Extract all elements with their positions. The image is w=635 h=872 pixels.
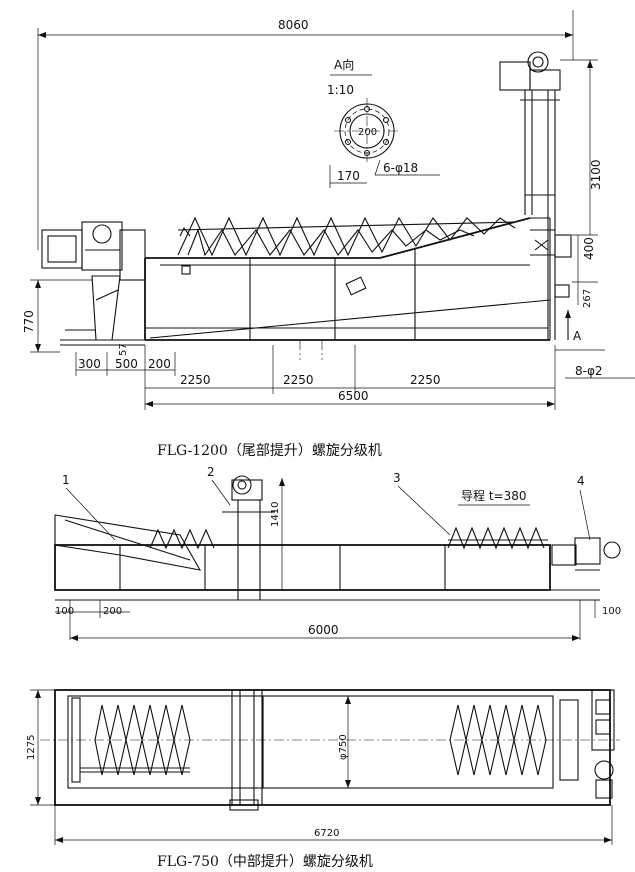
part-2-label: 2: [207, 465, 215, 479]
flg1200-trough: [144, 217, 551, 341]
flg750-elevation: 1 2 3 4 导程 t=380: [54, 465, 621, 641]
flg1200-spiral: [177, 216, 516, 257]
dim-bottom-chain: 300 500 200 2250 2250 2250 6500 8-φ2: [75, 340, 635, 410]
caption-flg750: FLG-750（中部提升）螺旋分级机: [157, 854, 373, 870]
dim-200-label: 200: [148, 357, 171, 371]
pitch-label: 导程 t=380: [461, 488, 526, 503]
span-2-label: 2250: [283, 373, 314, 387]
arrow-a-label: A: [573, 329, 582, 343]
width-1275-label: 1275: [26, 735, 37, 760]
dim-770: 770 57: [22, 279, 129, 356]
drive-motor-750: [574, 537, 601, 565]
part-3-label: 3: [393, 471, 401, 485]
a-view-scale: 1:10: [327, 83, 354, 97]
dim-57-label: 57: [118, 343, 129, 356]
span-1-label: 2250: [180, 373, 211, 387]
a-view: A向 1:10 200 170 6-φ18: [327, 57, 440, 188]
part-4-label: 4: [577, 474, 585, 488]
dim-8060-label: 8060: [278, 18, 309, 32]
part-1-label: 1: [62, 473, 70, 487]
dim-500-label: 500: [115, 357, 138, 371]
flg1200-left-drive: [41, 221, 146, 346]
anchor-bolts-label: 8-φ2: [575, 364, 603, 378]
flg750-plan: φ750 1275 6720: [26, 689, 620, 845]
dim-8060: 8060: [37, 10, 574, 250]
flange-diameter-label: 200: [358, 127, 377, 138]
lift-pulley: [232, 475, 252, 495]
height-1410-label: 1410: [270, 502, 281, 527]
span-3-label: 2250: [410, 373, 441, 387]
total-6500-label: 6500: [338, 389, 369, 403]
dim-300-label: 300: [78, 357, 101, 371]
dim-267-label: 267: [582, 289, 593, 308]
gearbox-left: [81, 221, 123, 271]
dim-200-750-label: 200: [103, 606, 122, 617]
a-view-label: A向: [334, 57, 354, 72]
dim-100-left-label: 100: [55, 606, 74, 617]
dim-400-label: 400: [582, 237, 596, 260]
spiral-diameter-label: φ750: [338, 734, 349, 760]
dim-right-heights: 3100 400 267 A: [555, 59, 605, 351]
flange-offset-label: 170: [337, 169, 360, 183]
motor-top: [499, 61, 531, 91]
flg1200-lift-tower: [499, 51, 572, 340]
dim-3100-label: 3100: [589, 159, 603, 190]
dim-100-right-label: 100: [602, 606, 621, 617]
flg1200-drawing: 8060 A向 1:10 200 170 6-φ18: [22, 10, 635, 410]
length-6720-label: 6720: [314, 828, 339, 839]
length-6000-label: 6000: [308, 623, 339, 637]
bolt-holes-label: 6-φ18: [383, 161, 418, 175]
caption-flg1200: FLG-1200（尾部提升）螺旋分级机: [157, 443, 382, 459]
dim-770-label: 770: [22, 310, 36, 333]
